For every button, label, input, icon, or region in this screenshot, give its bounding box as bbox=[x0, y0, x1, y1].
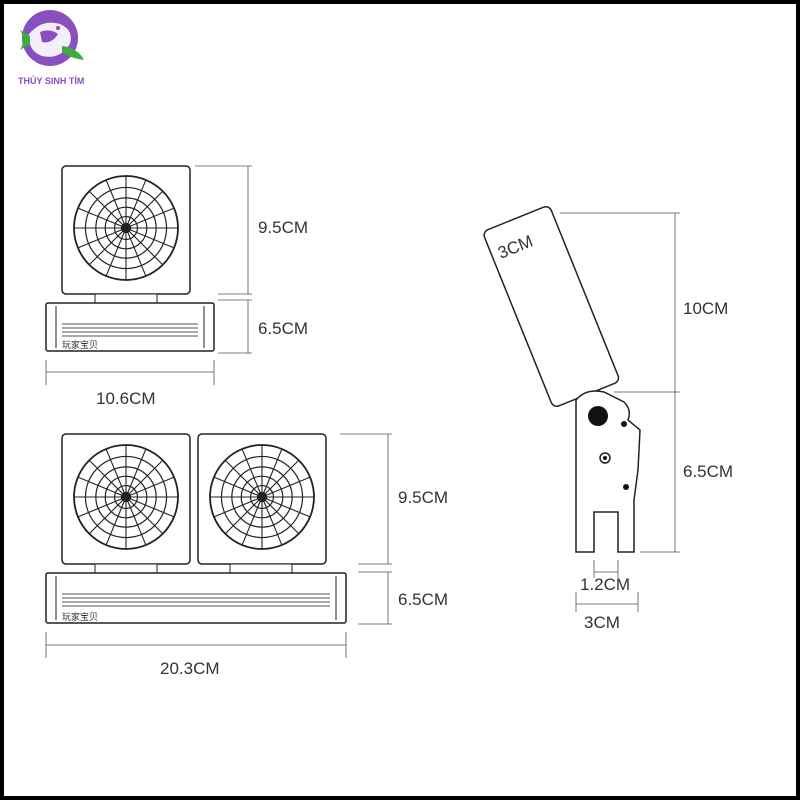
fan-grille-icon bbox=[209, 444, 315, 550]
logo-text: THỦY SINH TÍM bbox=[18, 75, 84, 86]
clamp-panel: 3CM bbox=[483, 205, 620, 408]
brand-label: 玩家宝贝 bbox=[62, 339, 98, 351]
fan-grille-icon bbox=[73, 175, 179, 281]
height-top-label: 9.5CM bbox=[258, 218, 308, 237]
height-top-label: 9.5CM bbox=[398, 488, 448, 507]
width-label: 20.3CM bbox=[160, 659, 220, 678]
panel-length-label: 10CM bbox=[683, 299, 728, 318]
height-base-label: 6.5CM bbox=[398, 590, 448, 609]
clamp-width-label: 3CM bbox=[584, 613, 620, 632]
brand-label: 玩家宝贝 bbox=[62, 611, 98, 623]
screw-icon bbox=[623, 484, 629, 490]
height-base-label: 6.5CM bbox=[258, 319, 308, 338]
pivot-screw-icon bbox=[588, 406, 608, 426]
width-label: 10.6CM bbox=[96, 389, 156, 408]
slot-width-label: 1.2CM bbox=[580, 575, 630, 594]
clamp-diagram: 3CM 10CM 6.5CM 1.2CM 3CM bbox=[483, 205, 733, 632]
single-unit: 玩家宝贝 9.5CM 6.5CM 10.6CM bbox=[45, 165, 308, 408]
clamp-body bbox=[575, 390, 641, 553]
fan-grille-icon bbox=[73, 444, 179, 550]
base-unit bbox=[45, 302, 215, 352]
logo: THỦY SINH TÍM bbox=[18, 10, 84, 86]
clamp-height-label: 6.5CM bbox=[683, 462, 733, 481]
double-unit: 玩家宝贝 9.5CM 6.5CM 20.3CM bbox=[45, 433, 448, 678]
